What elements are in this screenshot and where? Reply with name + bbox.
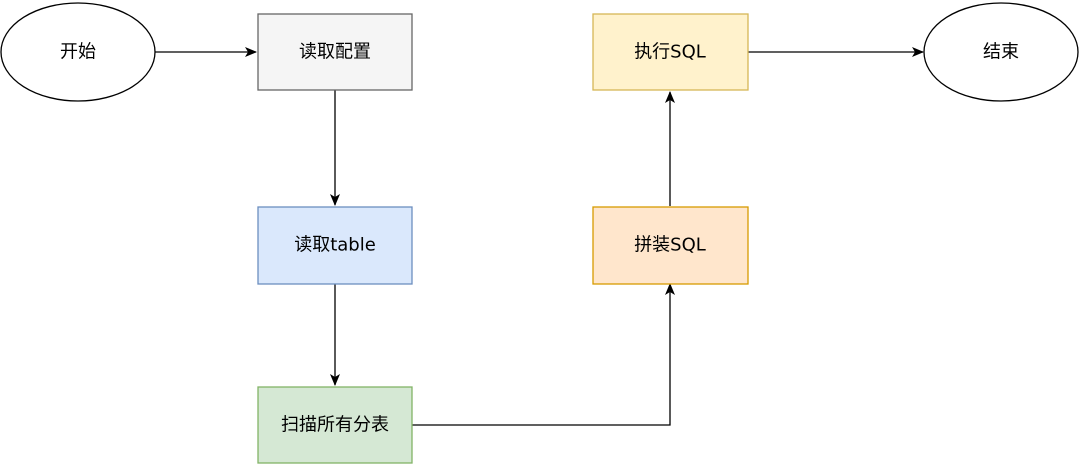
edge-scan-tables-to-build-sql (412, 283, 675, 426)
node-end-shape (923, 2, 1079, 102)
node-exec-sql[interactable]: 执行SQL (592, 13, 749, 91)
node-start-label: 开始 (60, 42, 96, 63)
node-build-sql-label: 拼装SQL (634, 235, 706, 256)
node-build-sql[interactable]: 拼装SQL (592, 206, 749, 285)
node-exec-sql-label: 执行SQL (634, 42, 706, 63)
node-start-shape (0, 2, 156, 102)
node-end-label: 结束 (983, 42, 1019, 63)
node-read-config[interactable]: 读取配置 (257, 13, 413, 91)
node-read-config-label: 读取配置 (299, 42, 371, 63)
node-scan-tables-shape (257, 386, 413, 464)
node-scan-tables-label: 扫描所有分表 (281, 415, 389, 436)
node-read-table[interactable]: 读取table (257, 206, 413, 285)
node-build-sql-shape (592, 206, 749, 285)
node-read-table-shape (257, 206, 413, 285)
edges (155, 47, 924, 426)
node-exec-sql-shape (592, 13, 749, 91)
node-end[interactable]: 结束 (923, 2, 1079, 102)
node-read-config-shape (257, 13, 413, 91)
node-start[interactable]: 开始 (0, 2, 156, 102)
node-read-table-label: 读取table (294, 235, 376, 256)
node-scan-tables[interactable]: 扫描所有分表 (257, 386, 413, 464)
